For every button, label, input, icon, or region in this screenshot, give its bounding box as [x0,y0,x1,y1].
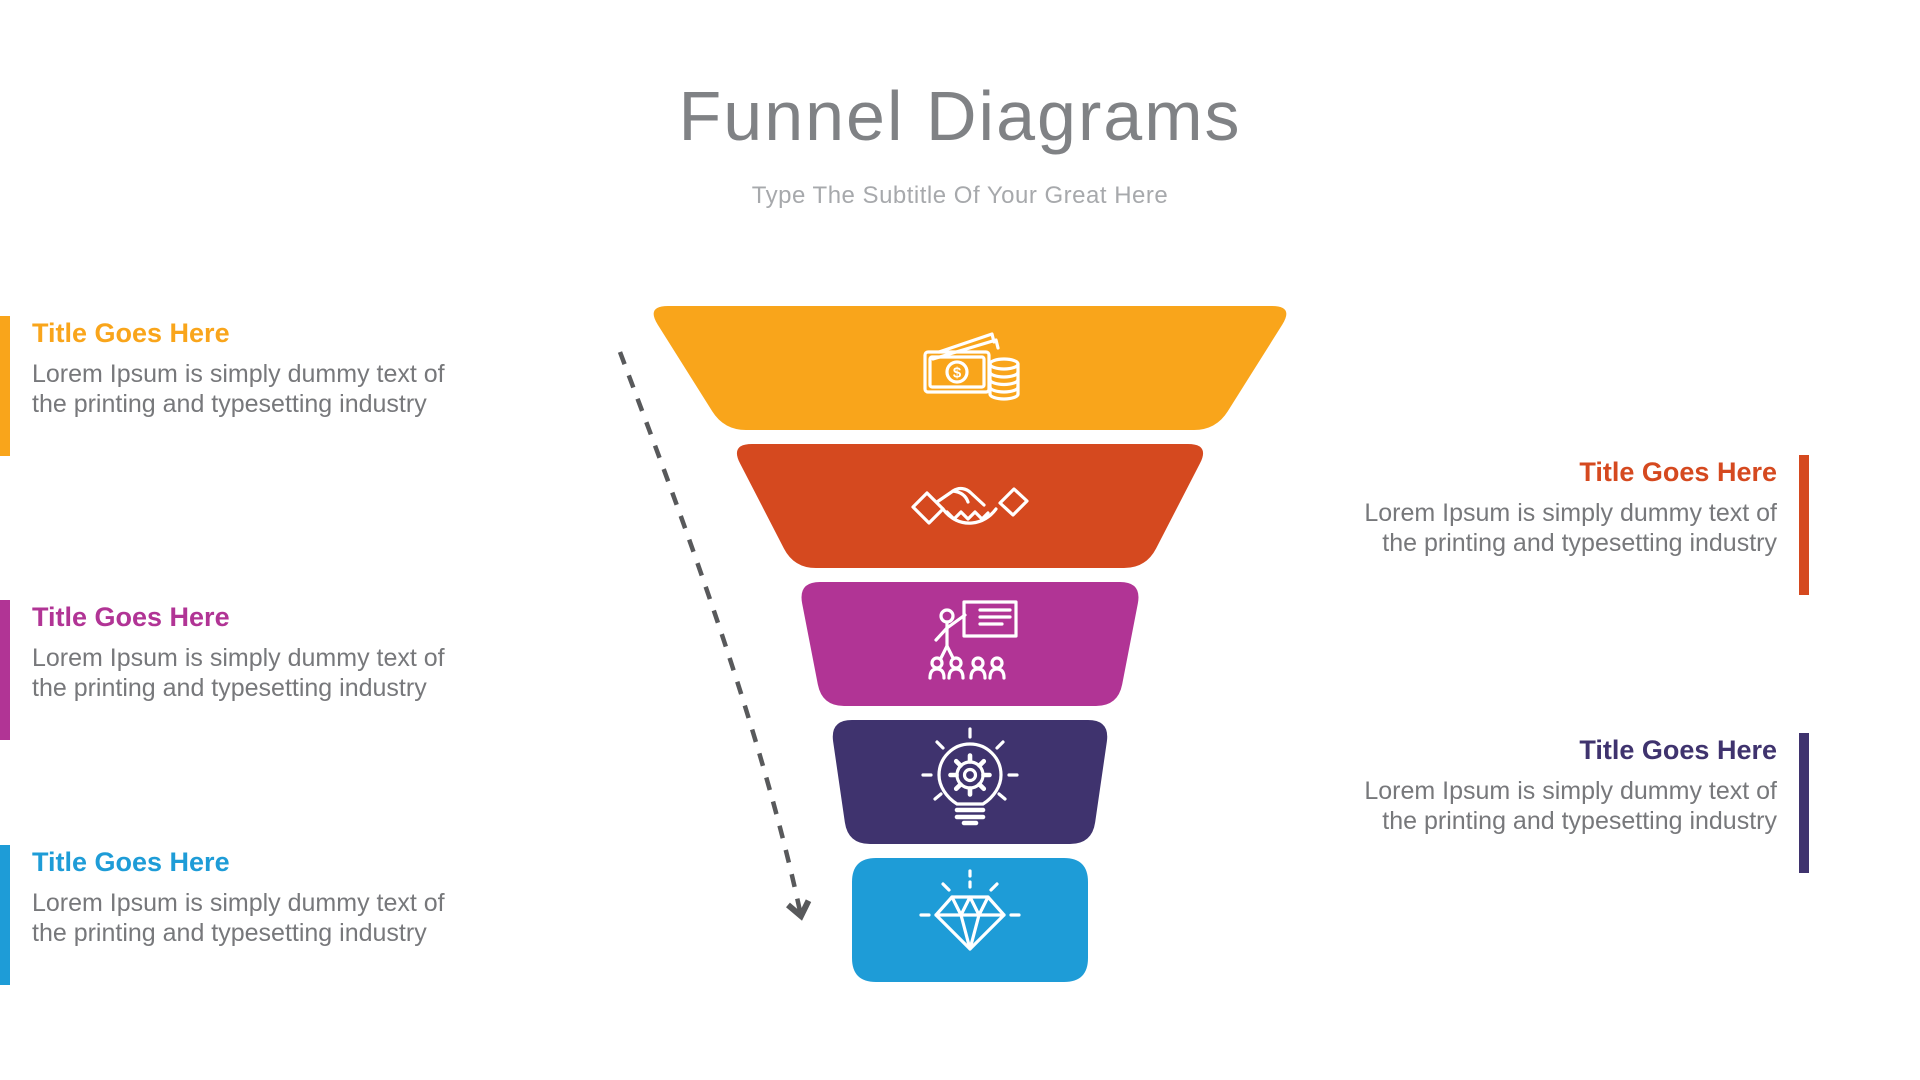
callout-title: Title Goes Here [1579,735,1777,765]
callout-title: Title Goes Here [1579,457,1777,487]
callout-body: Lorem Ipsum is simply dummy text of the … [1364,777,1777,835]
callout-body: Lorem Ipsum is simply dummy text of the … [32,889,445,947]
callout-left-1[interactable]: Title Goes Here Lorem Ipsum is simply du… [0,316,446,456]
callout-right-2[interactable]: Title Goes Here Lorem Ipsum is simply du… [1363,733,1809,873]
funnel-level-5[interactable] [852,858,1088,982]
diamond-icon [919,869,1021,951]
callout-body: Lorem Ipsum is simply dummy text of the … [32,644,445,702]
callout-body: Lorem Ipsum is simply dummy text of the … [1364,499,1777,557]
callout-right-1[interactable]: Title Goes Here Lorem Ipsum is simply du… [1363,455,1809,595]
callout-title: Title Goes Here [32,602,230,632]
slide-subtitle: Type The Subtitle Of Your Great Here [751,182,1169,209]
presentation-icon [928,600,1018,680]
svg-text:$: $ [953,365,962,382]
callout-left-3[interactable]: Title Goes Here Lorem Ipsum is simply du… [0,845,446,985]
callout-body: Lorem Ipsum is simply dummy text of the … [32,360,445,418]
flow-arrow [617,351,812,921]
callout-left-2[interactable]: Title Goes Here Lorem Ipsum is simply du… [0,600,446,740]
slide-title: Funnel Diagrams [678,77,1242,155]
funnel-level-2[interactable] [736,444,1204,568]
money-icon: $ [923,332,1020,401]
funnel-level-1[interactable] [653,306,1287,430]
handshake-icon [911,486,1029,525]
idea-gear-icon [921,727,1019,826]
funnel-level-3[interactable] [801,582,1139,706]
callout-title: Title Goes Here [32,847,230,877]
callout-title: Title Goes Here [32,318,230,348]
slide-header: Funnel Diagrams Type The Subtitle Of You… [0,76,1920,210]
